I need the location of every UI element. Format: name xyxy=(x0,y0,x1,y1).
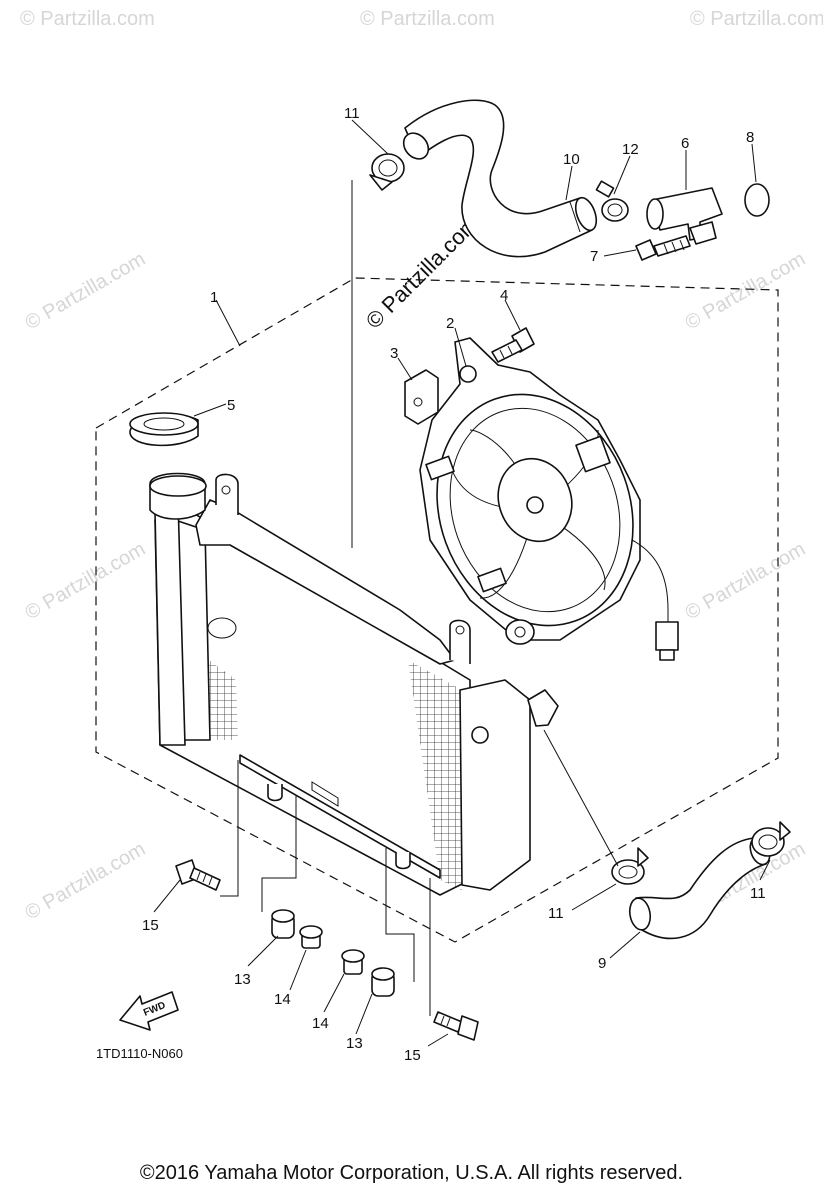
watermark: © Partzilla.com xyxy=(22,538,150,624)
hose-clamp-lower-left[interactable] xyxy=(611,847,649,885)
callout-4[interactable]: 4 xyxy=(500,287,508,304)
callout-11[interactable]: 11 xyxy=(344,105,360,122)
bracket[interactable] xyxy=(404,369,439,425)
upper-radiator-hose[interactable] xyxy=(399,99,601,258)
callout-15[interactable]: 15 xyxy=(404,1047,421,1064)
callout-11[interactable]: 11 xyxy=(548,905,564,922)
assembly-outline xyxy=(95,277,779,943)
fan-wire-connector[interactable] xyxy=(631,539,679,661)
hose-clamp-lower-right[interactable] xyxy=(751,821,791,857)
coolant-pipe-fitting[interactable] xyxy=(646,187,723,245)
hose-clamp-top[interactable] xyxy=(369,153,405,191)
callouts: 11 10 12 6 8 7 4 2 3 1 5 15 13 14 14 13 … xyxy=(142,105,766,1064)
bolt-15-left[interactable] xyxy=(175,859,221,891)
callout-3[interactable]: 3 xyxy=(390,345,398,362)
drawing-code: 1TD1110-N060 xyxy=(96,1046,183,1061)
callout-14[interactable]: 14 xyxy=(312,1015,329,1032)
callout-13[interactable]: 13 xyxy=(234,971,251,988)
radiator-core[interactable] xyxy=(149,472,559,896)
bolt-15-right[interactable] xyxy=(433,1011,479,1041)
cooling-fan-assembly[interactable] xyxy=(405,337,664,653)
assembly-lines xyxy=(220,180,619,1016)
bolt-4[interactable] xyxy=(491,327,535,363)
callout-8[interactable]: 8 xyxy=(746,129,754,146)
o-ring[interactable] xyxy=(744,183,770,217)
watermark: © Partzilla.com xyxy=(22,838,150,924)
watermark: © Partzilla.com xyxy=(682,248,810,334)
callout-6[interactable]: 6 xyxy=(681,135,689,152)
callout-1[interactable]: 1 xyxy=(210,289,218,306)
watermark: © Partzilla.com xyxy=(682,538,810,624)
hose-clamp-small[interactable] xyxy=(595,180,629,222)
callout-5[interactable]: 5 xyxy=(227,397,235,414)
center-watermark: © Partzilla.com xyxy=(361,211,484,334)
watermark: © Partzilla.com xyxy=(20,8,155,30)
callout-11[interactable]: 11 xyxy=(750,885,766,902)
watermark: © Partzilla.com xyxy=(690,8,823,30)
callout-13[interactable]: 13 xyxy=(346,1035,363,1052)
callout-12[interactable]: 12 xyxy=(622,141,639,158)
watermark: © Partzilla.com xyxy=(22,248,150,334)
grommet-13-left[interactable] xyxy=(271,909,295,939)
copyright-notice: ©2016 Yamaha Motor Corporation, U.S.A. A… xyxy=(139,1162,684,1184)
leader-lines xyxy=(153,119,771,1047)
callout-10[interactable]: 10 xyxy=(563,151,580,168)
grommet-13-right[interactable] xyxy=(371,967,395,997)
callout-14[interactable]: 14 xyxy=(274,991,291,1008)
callout-9[interactable]: 9 xyxy=(598,955,606,972)
radiator-cap[interactable] xyxy=(129,412,199,447)
collar-14-right[interactable] xyxy=(341,949,365,975)
watermark: © Partzilla.com xyxy=(360,8,495,30)
callout-2[interactable]: 2 xyxy=(446,315,454,332)
fwd-arrow-icon: FWD xyxy=(119,991,179,1031)
collar-14-left[interactable] xyxy=(299,925,323,949)
bolt-7[interactable] xyxy=(635,235,691,261)
callout-7[interactable]: 7 xyxy=(590,248,598,265)
callout-15[interactable]: 15 xyxy=(142,917,159,934)
